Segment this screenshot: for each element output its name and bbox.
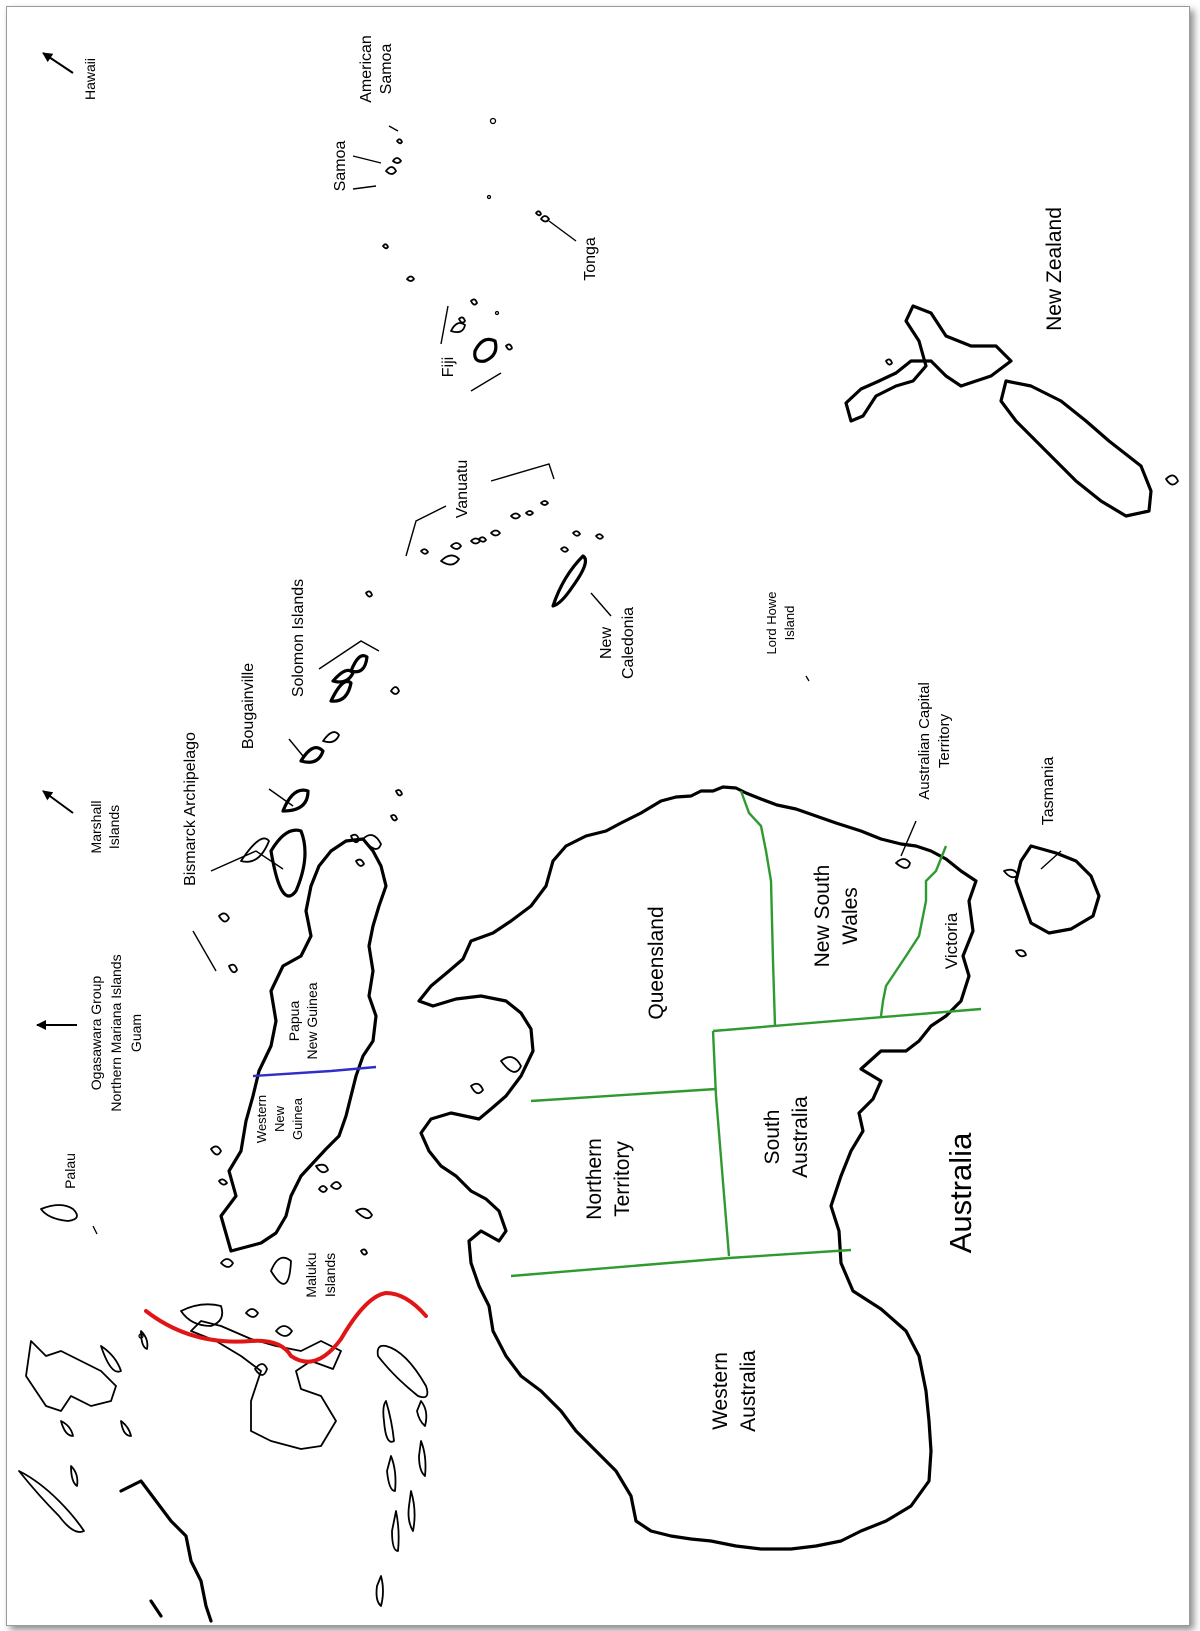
label-vanuatu: Vanuatu bbox=[454, 460, 471, 518]
marshall-arrow-icon bbox=[42, 790, 74, 814]
label-nsw-1: New South bbox=[811, 865, 834, 968]
label-bismarck-archipelago: Bismarck Archipelago bbox=[182, 732, 199, 886]
timor-island bbox=[376, 1344, 429, 1399]
label-northern-territory-2: Territory bbox=[611, 1141, 634, 1217]
fiji-islands bbox=[473, 337, 498, 363]
new-zealand-south-island bbox=[999, 379, 1153, 518]
label-queensland: Queensland bbox=[645, 906, 668, 1019]
label-wng-2: New bbox=[272, 1105, 287, 1132]
nsw-vic-border bbox=[879, 845, 948, 1017]
new-zealand-north-island bbox=[844, 304, 1013, 423]
label-new-caledonia-2: Caledonia bbox=[620, 607, 637, 679]
label-western-australia-1: Western bbox=[709, 1352, 732, 1430]
qld-nt-sa-border bbox=[711, 1030, 731, 1257]
label-new-zealand: New Zealand bbox=[1043, 207, 1066, 331]
sulawesi-region bbox=[190, 1320, 342, 1450]
label-australia: Australia bbox=[943, 1132, 978, 1253]
label-ogasawara-1: Ogasawara Group bbox=[88, 976, 104, 1091]
label-marshall-2: Islands bbox=[106, 805, 122, 849]
bougainville-island bbox=[281, 788, 310, 813]
tasmania-island bbox=[1014, 844, 1101, 935]
label-act-2: Territory bbox=[936, 713, 953, 768]
map-frame: Hawaii American Samoa Samoa Tonga Fiji N… bbox=[6, 6, 1190, 1626]
oceania-map: Hawaii American Samoa Samoa Tonga Fiji N… bbox=[18, 35, 1179, 1623]
label-tasmania: Tasmania bbox=[1040, 757, 1057, 826]
label-wng-3: Guinea bbox=[290, 1097, 305, 1140]
label-south-australia-1: South bbox=[761, 1110, 784, 1165]
sa-east-border bbox=[712, 1007, 982, 1033]
act-outline bbox=[895, 858, 911, 869]
label-western-australia-2: Australia bbox=[737, 1350, 760, 1432]
borneo-coast bbox=[119, 1479, 213, 1623]
label-wng-1: Western bbox=[254, 1095, 269, 1143]
label-palau: Palau bbox=[62, 1153, 78, 1189]
label-solomon-islands: Solomon Islands bbox=[290, 579, 307, 697]
label-tonga: Tonga bbox=[582, 237, 599, 281]
qld-nsw-border bbox=[739, 790, 777, 1027]
label-northern-territory-1: Northern bbox=[583, 1138, 606, 1220]
label-south-australia-2: Australia bbox=[789, 1096, 812, 1178]
palau-islands bbox=[40, 1204, 78, 1222]
label-bougainville: Bougainville bbox=[240, 663, 257, 749]
label-hawaii: Hawaii bbox=[82, 58, 98, 100]
label-victoria: Victoria bbox=[942, 912, 961, 969]
philippines-region bbox=[25, 1340, 117, 1412]
label-ogasawara-2: Northern Mariana Islands bbox=[108, 954, 124, 1111]
australia-coastline bbox=[417, 785, 978, 1551]
label-american-samoa-1: American bbox=[358, 35, 375, 103]
label-american-samoa-2: Samoa bbox=[378, 44, 395, 95]
nt-qld-border bbox=[530, 1087, 717, 1103]
wa-border bbox=[510, 1248, 852, 1278]
label-act-1: Australian Capital bbox=[916, 682, 933, 800]
label-png-2: New Guinea bbox=[304, 982, 320, 1059]
new-caledonia-island bbox=[551, 554, 587, 608]
label-lord-howe-2: Island bbox=[782, 606, 797, 641]
png-border-line bbox=[252, 1065, 377, 1078]
label-maluku-2: Islands bbox=[322, 1253, 338, 1297]
wallace-line bbox=[144, 1290, 428, 1364]
label-ogasawara-3: Guam bbox=[128, 1014, 144, 1052]
label-samoa: Samoa bbox=[332, 141, 349, 192]
hawaii-arrow-icon bbox=[42, 52, 74, 74]
label-marshall-1: Marshall bbox=[88, 801, 104, 854]
label-lord-howe-1: Lord Howe bbox=[764, 592, 779, 655]
label-png-1: Papua bbox=[286, 1001, 302, 1042]
label-new-caledonia-1: New bbox=[598, 627, 615, 659]
new-guinea-coastline bbox=[219, 837, 388, 1253]
label-nsw-2: Wales bbox=[839, 887, 862, 945]
label-fiji: Fiji bbox=[440, 357, 457, 377]
label-maluku-1: Maluku bbox=[303, 1252, 319, 1297]
new-britain-island bbox=[269, 828, 307, 898]
